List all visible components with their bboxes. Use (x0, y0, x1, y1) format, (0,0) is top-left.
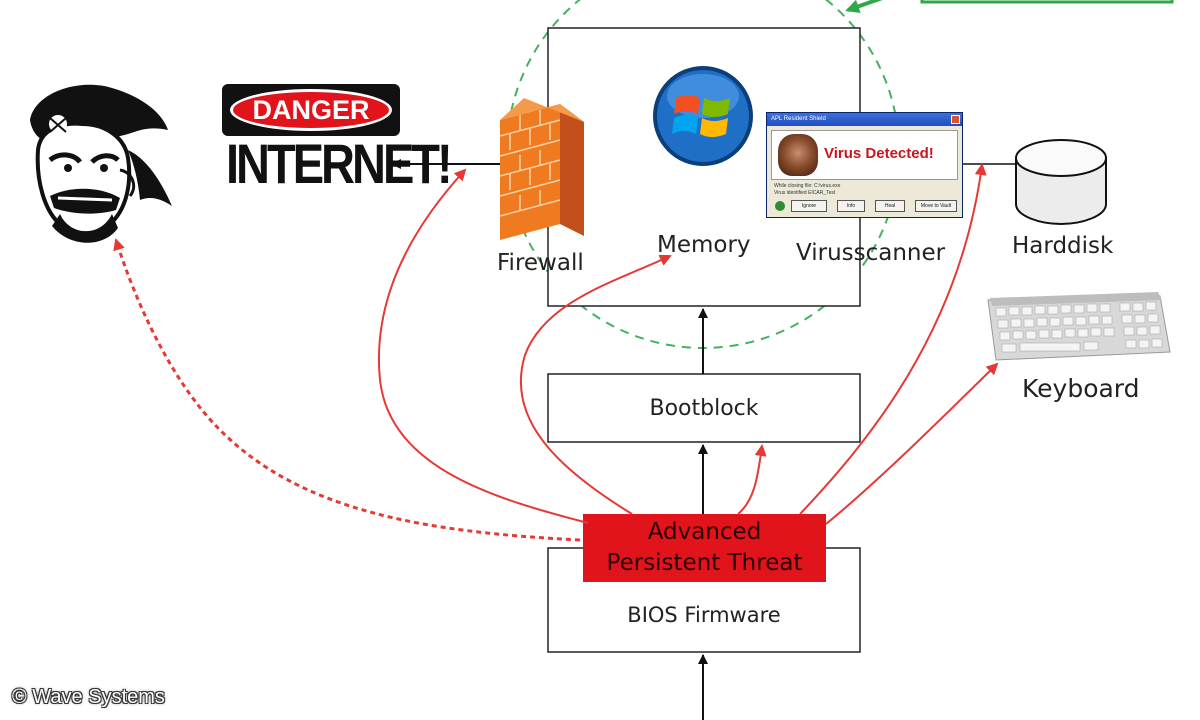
firewall-label: Firewall (497, 250, 584, 276)
virusscanner-label: Virusscanner (796, 240, 946, 266)
apt-label-line1: Advanced (647, 519, 762, 545)
virus-dialog-heading: Virus Detected! (824, 145, 934, 162)
memory-label: Memory (657, 232, 751, 258)
threat-arrow-keyboard (825, 362, 999, 525)
brick-wall-icon (499, 98, 584, 240)
keyboard-icon (987, 292, 1171, 361)
bootblock-label: Bootblock (649, 396, 759, 421)
green-callout-box (920, 0, 1174, 4)
threat-arrow-firewall (378, 168, 589, 524)
threat-arrow-scanner (799, 163, 987, 515)
ignore-button: Ignore (791, 200, 827, 212)
close-icon (951, 115, 960, 124)
virus-dialog-banner: Virus Detected! (771, 130, 958, 180)
virus-dialog-line: Virus identified EICAR_Test (774, 190, 836, 196)
windows-logo-icon (653, 66, 753, 166)
virus-dialog: APL Resident Shield Virus Detected! Whil… (766, 112, 963, 218)
bios-label: BIOS Firmware (627, 603, 781, 627)
virus-face-icon (778, 134, 818, 176)
threat-arrow-memory (519, 254, 672, 515)
shield-icon (775, 201, 785, 211)
virus-dialog-line: While closing file: C:\virus.exe (774, 183, 841, 189)
threat-arrow-bootblock (737, 444, 767, 515)
apt-label-line2: Persistent Threat (606, 550, 803, 576)
green-pointer-arrow (845, 0, 883, 13)
danger-sign: DANGER (222, 84, 400, 136)
internet-label: INTERNET! (226, 132, 453, 195)
threat-arrow-attacker (113, 238, 581, 542)
heal-button: Heal (875, 200, 905, 212)
info-button: Info (837, 200, 865, 212)
harddisk-label: Harddisk (1012, 233, 1114, 259)
keyboard-label: Keyboard (1022, 374, 1140, 403)
copyright-notice: © Wave Systems (12, 686, 165, 708)
danger-oval: DANGER (230, 89, 392, 131)
disk-cylinder-icon (1015, 139, 1107, 226)
danger-text: DANGER (252, 95, 370, 125)
pirate-skull-icon (30, 84, 172, 243)
vault-button: Move to Vault (915, 200, 957, 212)
apt-box (583, 514, 826, 582)
virus-dialog-title: APL Resident Shield (767, 113, 962, 126)
